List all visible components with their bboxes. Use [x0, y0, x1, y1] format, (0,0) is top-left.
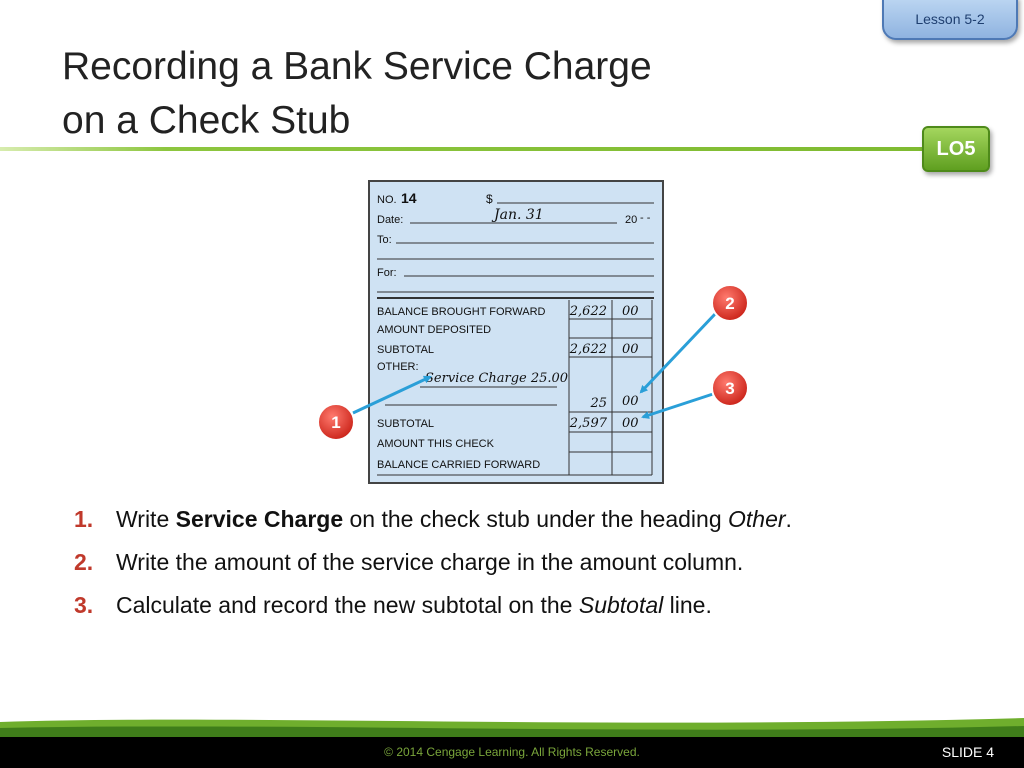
step-text: Write the amount of the service charge i…: [116, 549, 744, 575]
callout-number: 3: [725, 379, 734, 398]
steps-list: 1. Write Service Charge on the check stub…: [74, 505, 974, 634]
step-number: 2.: [74, 549, 94, 575]
check-stub: [368, 180, 664, 484]
page-title: Recording a Bank Service Charge on a Che…: [62, 40, 862, 148]
step-bold-text: Service Charge: [175, 506, 344, 532]
stub-amount-dollars: 2,622: [569, 342, 607, 357]
step-text: Write: [116, 506, 176, 532]
stub-row-label: BALANCE CARRIED FORWARD: [377, 459, 540, 471]
step-number: 1.: [74, 506, 94, 532]
title-line-1: Recording a Bank Service Charge: [62, 45, 652, 88]
callout-badge-2: 2: [711, 284, 749, 322]
stub-no-value: 14: [401, 190, 417, 206]
callout-badge-3: 3: [711, 369, 749, 407]
lesson-tab: Lesson 5-2: [882, 0, 1018, 40]
step-item-3: 3. Calculate and record the new subtotal …: [74, 591, 974, 619]
stub-dollar-sign: $: [486, 192, 493, 206]
step-item-1: 1. Write Service Charge on the check stub…: [74, 505, 974, 533]
stub-row-label: SUBTOTAL: [377, 418, 434, 430]
callout-arrow-3: [641, 392, 714, 419]
learning-objective-badge: LO5: [922, 126, 990, 172]
step-text: Calculate and record the new subtotal on…: [116, 592, 579, 618]
stub-row-label: AMOUNT DEPOSITED: [377, 324, 491, 336]
stub-row-label: BALANCE BROUGHT FORWARD: [377, 306, 546, 318]
stub-amount-cents: 00: [622, 394, 639, 409]
callout-number: 2: [725, 294, 734, 313]
footer-wave: [0, 718, 1024, 740]
stub-amount-cents: 00: [622, 304, 639, 319]
stub-year-label: 20: [625, 214, 637, 226]
copyright-text: © 2014 Cengage Learning. All Rights Rese…: [384, 745, 640, 759]
callout-badge-1: 1: [317, 403, 355, 441]
stub-amount-cents: 00: [622, 416, 639, 431]
lesson-tab-label: Lesson 5-2: [915, 11, 985, 27]
slide-number: SLIDE 4: [941, 744, 994, 760]
title-divider: [0, 147, 922, 151]
stub-row-label: OTHER:: [377, 361, 419, 373]
step-text: line.: [663, 592, 712, 618]
stub-for-label: For:: [377, 267, 397, 279]
stub-amount-dollars: 2,597: [569, 416, 608, 431]
step-item-2: 2. Write the amount of the service charge…: [74, 548, 974, 576]
stub-amount-cents: 00: [622, 342, 639, 357]
check-stub-figure: NO. 14 $ Date: Jan. 31 20 - - To: For: B…: [317, 180, 749, 484]
footer-bar: © 2014 Cengage Learning. All Rights Rese…: [0, 737, 1024, 768]
step-text: .: [785, 506, 792, 532]
stub-row-label: AMOUNT THIS CHECK: [377, 438, 495, 450]
stub-row-label: SUBTOTAL: [377, 344, 434, 356]
step-italic-text: Other: [728, 506, 786, 532]
stub-date-label: Date:: [377, 214, 403, 226]
callout-arrow-2: [639, 311, 718, 394]
stub-year-dashes: - -: [640, 212, 651, 224]
stub-date-value: Jan. 31: [491, 207, 544, 223]
stub-amount-dollars: 2,622: [569, 304, 607, 319]
callout-number: 1: [331, 413, 340, 432]
step-text: on the check stub under the heading: [343, 506, 729, 532]
step-number: 3.: [74, 592, 94, 618]
stub-no-label: NO.: [377, 194, 397, 206]
title-line-2: on a Check Stub: [62, 99, 351, 142]
stub-amount-dollars: 25: [589, 396, 607, 411]
lo-badge-label: LO5: [936, 138, 976, 160]
stub-other-entry: Service Charge 25.00: [425, 371, 568, 386]
stub-to-label: To:: [377, 234, 392, 246]
callout-arrow-1: [352, 375, 432, 415]
step-italic-text: Subtotal: [578, 592, 664, 618]
